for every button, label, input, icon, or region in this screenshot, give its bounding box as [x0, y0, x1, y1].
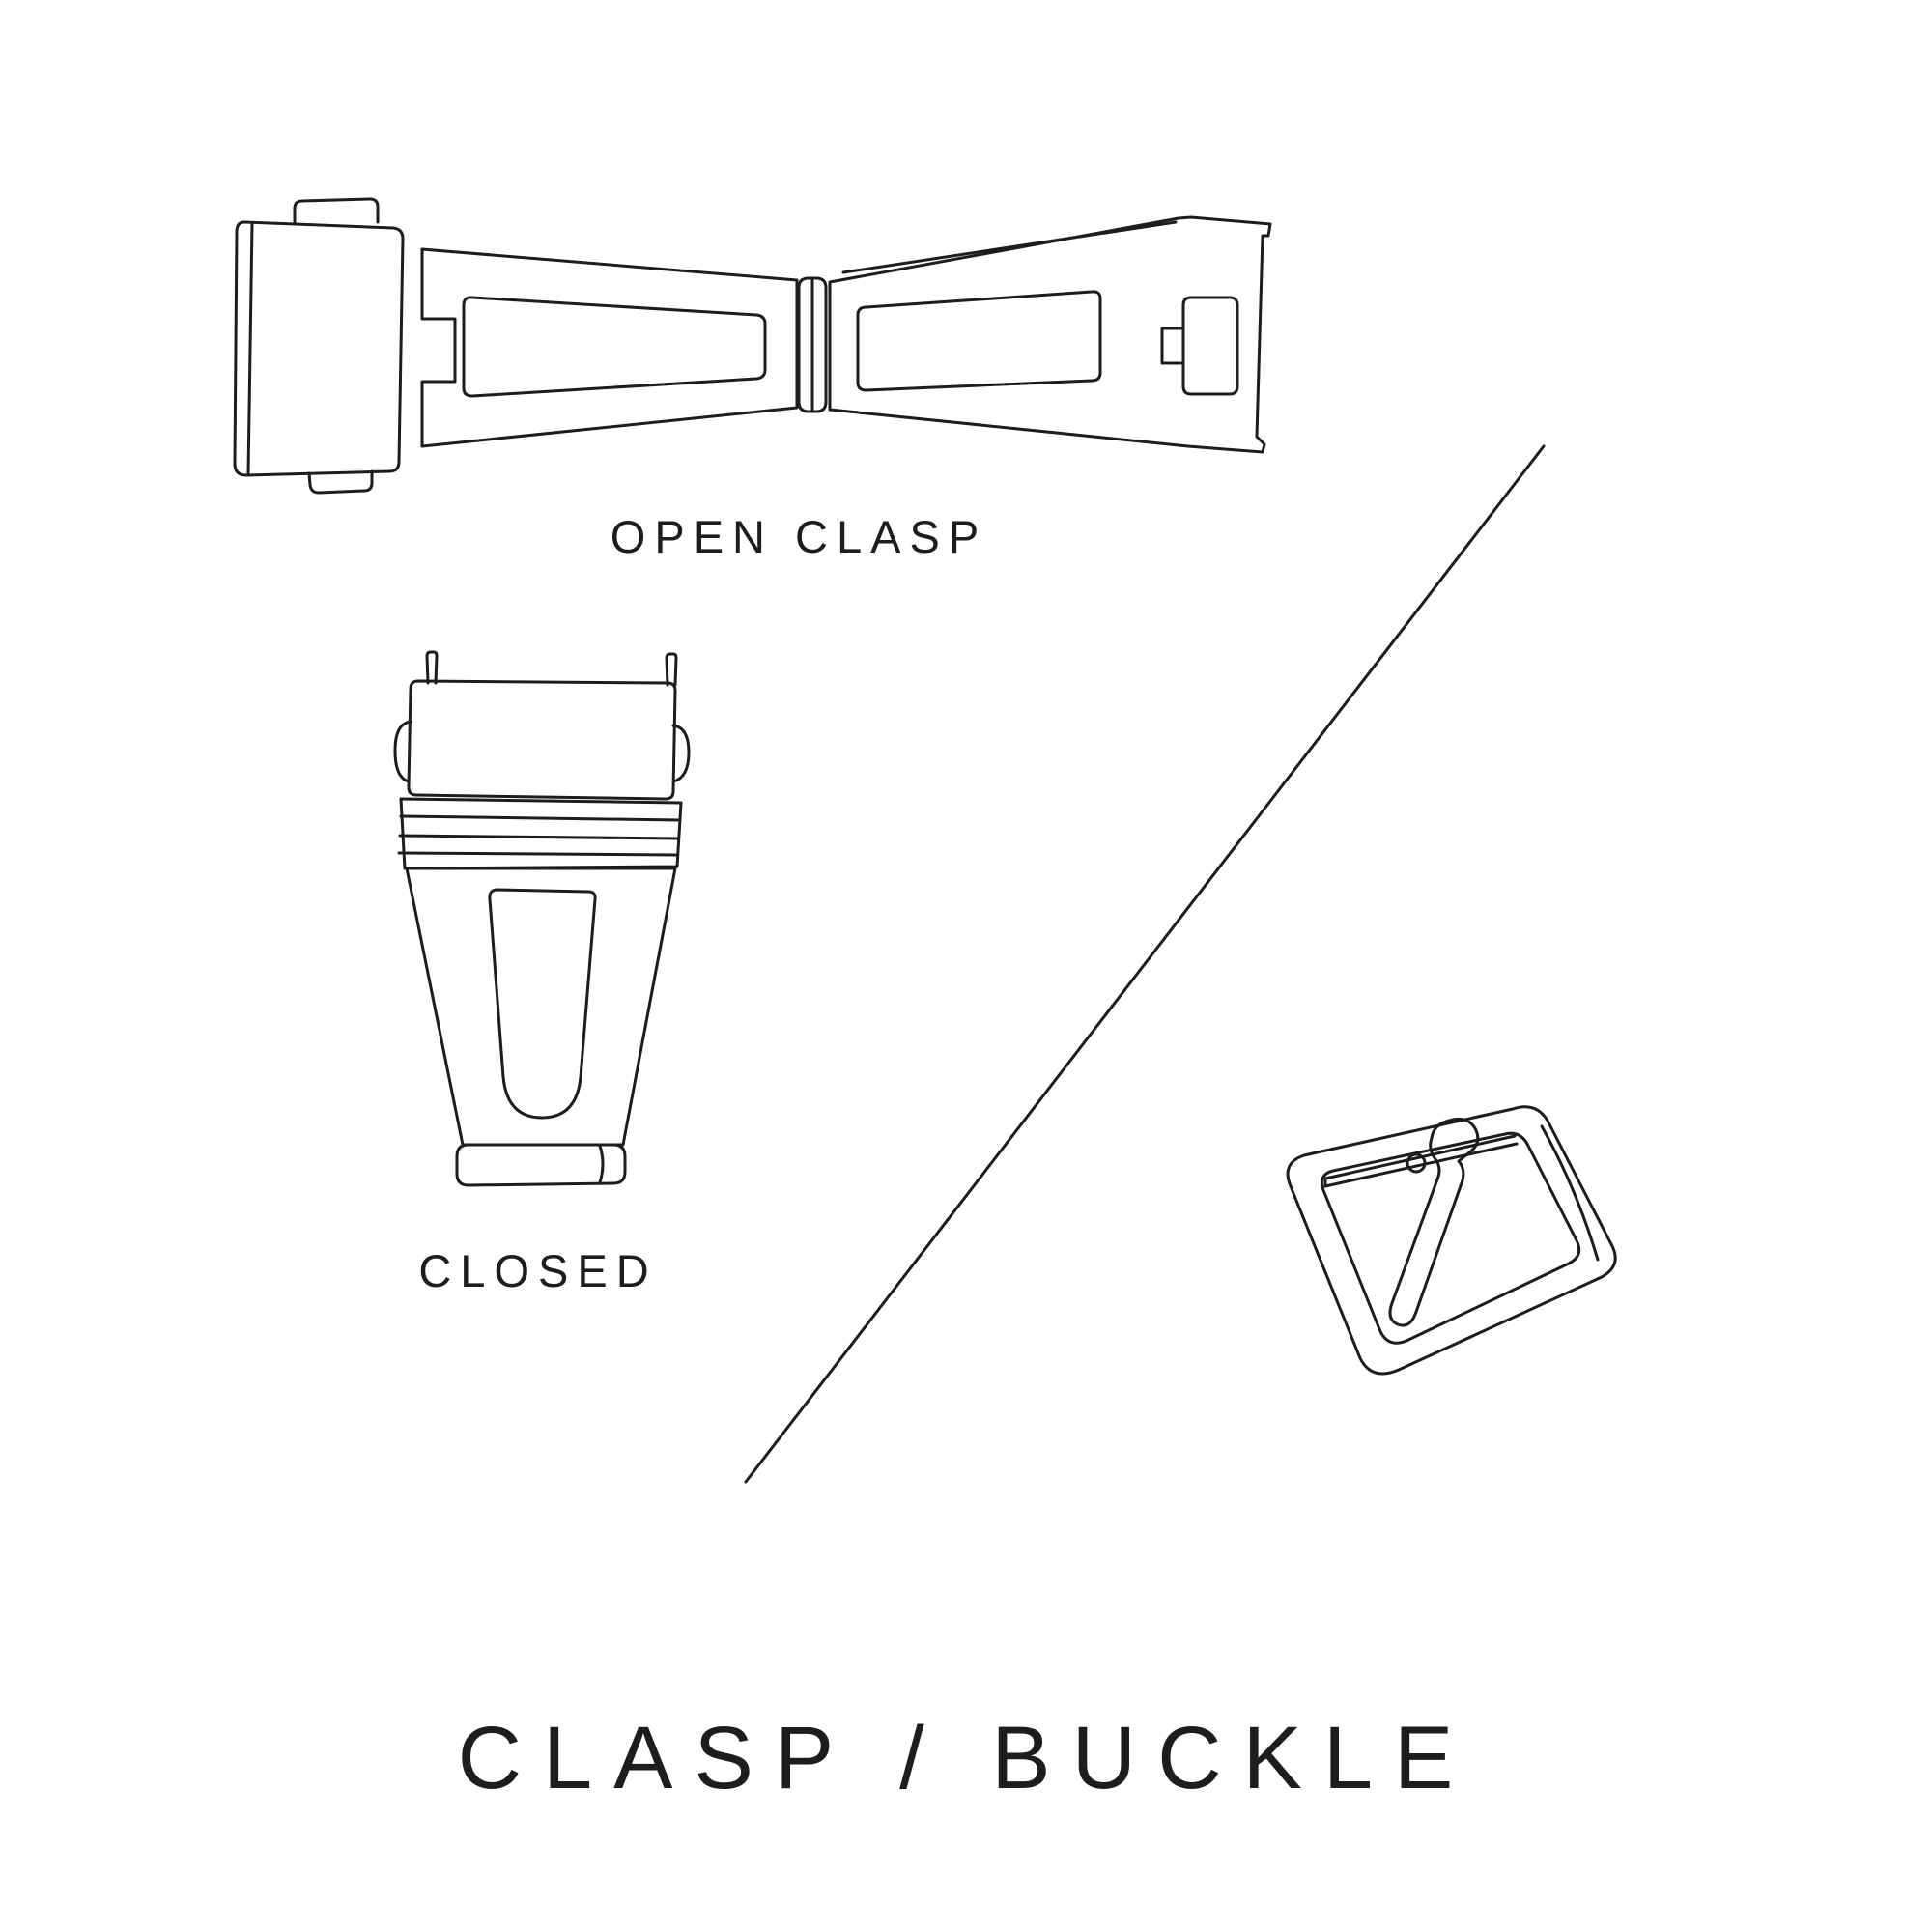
- open-clasp-icon: [233, 197, 1272, 495]
- closed-clasp-icon: [393, 650, 691, 1187]
- closed-label: CLOSED: [418, 1245, 658, 1296]
- tang-buckle-icon: [1286, 1105, 1617, 1376]
- open-clasp-label: OPEN CLASP: [610, 511, 988, 562]
- page-title: CLASP / BUCKLE: [457, 1709, 1475, 1807]
